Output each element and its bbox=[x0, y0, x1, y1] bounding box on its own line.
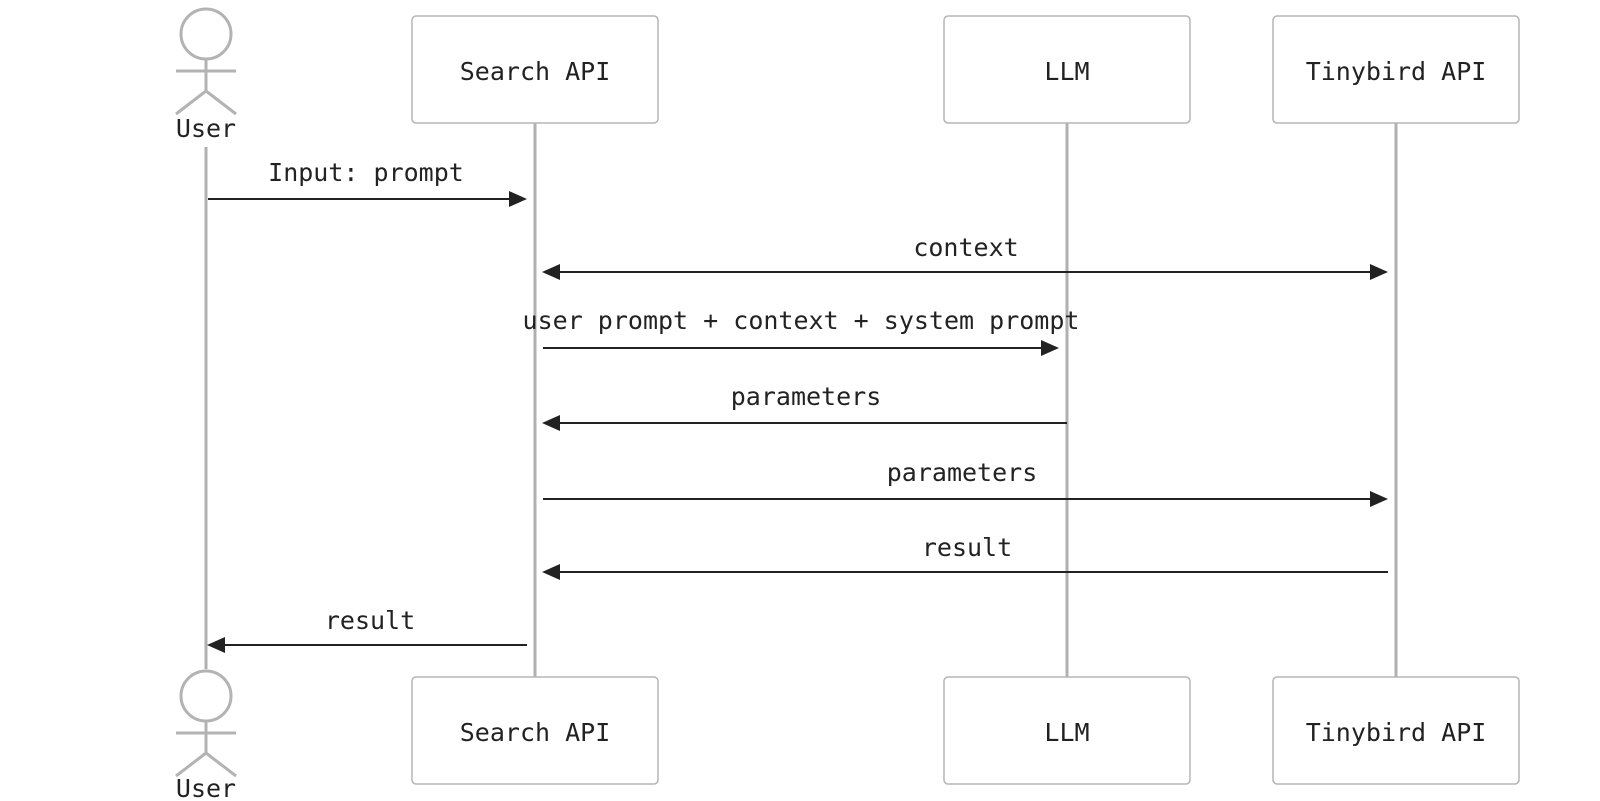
message-4: parameters bbox=[542, 382, 1067, 431]
participant-tinybird-api-top: Tinybird API bbox=[1272, 15, 1520, 124]
actor-right-leg bbox=[205, 89, 237, 116]
participant-llm-top: LLM bbox=[943, 15, 1191, 124]
message-label: user prompt + context + system prompt bbox=[523, 306, 1080, 335]
participant-label: Search API bbox=[460, 57, 611, 86]
actor-left-leg bbox=[175, 89, 207, 116]
actor-left-leg bbox=[175, 751, 207, 778]
participant-box bbox=[411, 15, 659, 124]
message-label: context bbox=[913, 233, 1018, 262]
arrowhead-left bbox=[542, 564, 560, 580]
arrowhead-right bbox=[1041, 340, 1059, 356]
message-label: result bbox=[922, 533, 1012, 562]
actor-head bbox=[179, 7, 233, 61]
arrowhead-right bbox=[1370, 491, 1388, 507]
message-label: Input: prompt bbox=[268, 158, 464, 187]
participant-search-api-bottom: Search API bbox=[411, 676, 659, 785]
actor-right-leg bbox=[205, 751, 237, 778]
actor-user-label: User bbox=[176, 114, 236, 143]
actor-user-top: User bbox=[175, 7, 237, 143]
arrowhead-right bbox=[1370, 264, 1388, 280]
message-2: context bbox=[542, 233, 1388, 280]
participant-label: Search API bbox=[460, 718, 611, 747]
actor-user-label: User bbox=[176, 774, 236, 801]
arrowhead-left bbox=[207, 637, 225, 653]
participant-box bbox=[943, 15, 1191, 124]
message-6: result bbox=[542, 533, 1388, 580]
participant-box bbox=[1272, 676, 1520, 785]
message-label: parameters bbox=[887, 458, 1038, 487]
arrowhead-left bbox=[542, 264, 560, 280]
participant-search-api-top: Search API bbox=[411, 15, 659, 124]
participant-llm-bottom: LLM bbox=[943, 676, 1191, 785]
participant-label: LLM bbox=[1044, 718, 1089, 747]
participant-label: LLM bbox=[1044, 57, 1089, 86]
message-5: parameters bbox=[543, 458, 1388, 507]
arrowhead-right bbox=[509, 191, 527, 207]
message-label: parameters bbox=[731, 382, 882, 411]
participant-label: Tinybird API bbox=[1306, 57, 1487, 86]
actor-user-bottom: User bbox=[175, 669, 237, 801]
participant-box bbox=[411, 676, 659, 785]
message-label: result bbox=[325, 606, 415, 635]
message-7: result bbox=[207, 606, 527, 653]
message-1: Input: prompt bbox=[208, 158, 527, 207]
participant-box bbox=[1272, 15, 1520, 124]
actor-head bbox=[179, 669, 233, 723]
participant-tinybird-api-bottom: Tinybird API bbox=[1272, 676, 1520, 785]
participant-label: Tinybird API bbox=[1306, 718, 1487, 747]
message-3: user prompt + context + system prompt bbox=[523, 306, 1080, 356]
arrowhead-left bbox=[542, 415, 560, 431]
participant-box bbox=[943, 676, 1191, 785]
